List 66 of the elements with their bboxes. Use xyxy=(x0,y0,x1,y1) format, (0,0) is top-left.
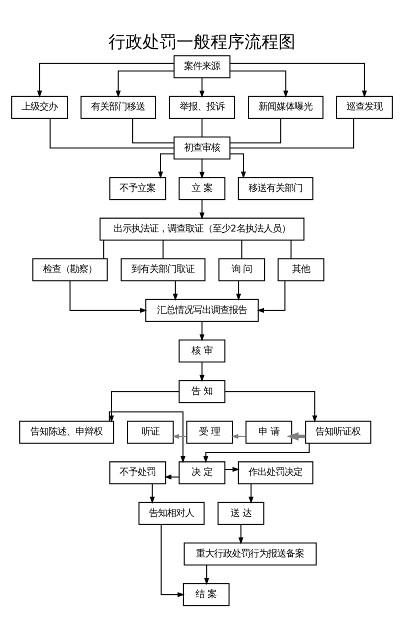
connector xyxy=(241,240,242,259)
arrow xyxy=(230,153,246,179)
node-box: 不予立案 xyxy=(109,177,166,200)
arrow xyxy=(116,70,174,98)
arrow xyxy=(172,434,187,439)
connector xyxy=(103,240,104,259)
node-box: 申 请 xyxy=(245,420,292,444)
node-box: 汇总情况写出调查报告 xyxy=(145,298,259,322)
arrow xyxy=(200,362,204,382)
arrow xyxy=(230,62,367,98)
node-box: 其他 xyxy=(278,258,324,282)
node-box: 作出处罚决定 xyxy=(238,461,314,484)
connector xyxy=(230,118,354,148)
node-box: 不予处罚 xyxy=(109,461,166,484)
arrow xyxy=(238,524,244,544)
connector xyxy=(132,118,174,144)
arrow xyxy=(200,159,204,180)
node-box: 有关部门移送 xyxy=(80,96,156,119)
node-box: 受 理 xyxy=(186,420,233,444)
node-box: 告知听证权 xyxy=(305,420,372,444)
arrow xyxy=(248,484,254,504)
node-box: 结 案 xyxy=(182,583,230,606)
node-box: 告知相对人 xyxy=(138,502,205,525)
node-box: 送 达 xyxy=(218,502,264,525)
diagram-title: 行政处罚一般程序流程图 xyxy=(108,31,296,52)
arrow xyxy=(37,62,174,98)
arrow xyxy=(200,200,204,220)
node-box: 新闻媒体曝光 xyxy=(248,96,324,119)
connector xyxy=(162,240,164,259)
arrow xyxy=(236,280,242,301)
node-box: 初查审核 xyxy=(174,136,230,160)
arrow xyxy=(231,434,246,439)
node-box: 移送有关部门 xyxy=(238,177,314,200)
node-box: 立 案 xyxy=(178,177,226,200)
arrow xyxy=(108,411,186,464)
arrow xyxy=(256,280,286,313)
node-box: 检查（勘察） xyxy=(32,258,108,282)
arrow xyxy=(150,484,155,504)
arrow xyxy=(230,70,288,98)
arrow xyxy=(200,321,204,342)
arrow xyxy=(224,466,240,472)
node-box: 重大行政处罚行为报送备案 xyxy=(184,542,317,566)
arrow xyxy=(109,391,180,423)
node-box: 巡查发现 xyxy=(336,96,393,119)
arrow xyxy=(200,78,204,98)
node-box: 告知陈述、申辩权 xyxy=(19,420,114,444)
node-box: 听证 xyxy=(127,420,174,444)
arrow xyxy=(160,524,185,598)
node-box: 案件来源 xyxy=(174,55,230,78)
arrow xyxy=(204,565,210,586)
node-box: 询 问 xyxy=(218,258,266,282)
connector xyxy=(50,118,174,148)
node-box: 告 知 xyxy=(178,380,226,404)
arrow xyxy=(70,280,148,313)
node-box: 上级交办 xyxy=(11,96,68,119)
connector xyxy=(290,240,292,259)
node-box: 举报、投诉 xyxy=(168,96,236,119)
node-box: 到有关部门取证 xyxy=(120,258,206,282)
connector xyxy=(230,118,282,144)
node-box: 决 定 xyxy=(178,461,226,484)
arrow xyxy=(225,391,318,423)
node-box: 出示执法证，调查取证（至少2名执法人员） xyxy=(100,218,304,241)
arrow xyxy=(203,443,310,464)
arrow xyxy=(158,153,174,179)
arrow xyxy=(172,280,178,301)
node-box: 核 审 xyxy=(178,339,226,362)
